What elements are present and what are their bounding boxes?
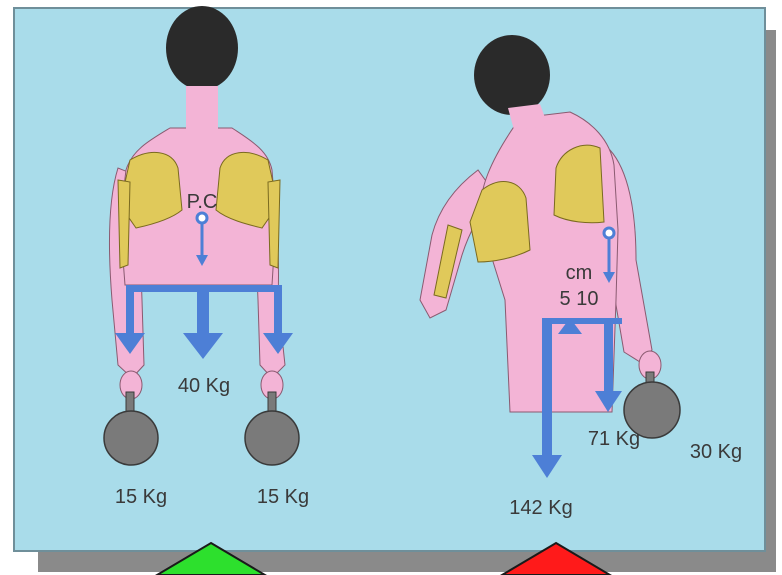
left-figure-right-weight-label: 15 Kg: [257, 486, 309, 508]
left-figure-center-label: P.C: [187, 191, 218, 213]
left-figure-left-weight-label: 15 Kg: [115, 486, 167, 508]
right-figure-head: [474, 35, 550, 115]
left-figure-left-arm-muscle: [118, 180, 130, 268]
left-figure-left-weight: [104, 411, 158, 465]
left-figure-right-arrow-shaft: [274, 285, 282, 335]
left-figure-center-arrow-shaft: [197, 285, 209, 335]
right-figure-right-shoulder-muscle: [554, 145, 604, 223]
right-figure-center-marker: [604, 228, 614, 238]
right-figure-lever-label: 5 10: [560, 288, 599, 310]
left-figure-right-arm-muscle: [268, 180, 280, 268]
left-figure-body-load-label: 40 Kg: [178, 375, 230, 397]
right-figure-unit-label: cm: [566, 262, 593, 284]
left-figure-left-arrow-shaft: [126, 285, 134, 335]
right-figure-side-arrow-shaft: [604, 318, 613, 393]
left-figure-head: [166, 6, 238, 90]
left-figure-center-marker: [197, 213, 207, 223]
right-figure-spine-arrow-shaft: [542, 318, 552, 458]
right-figure-hand-weight-label: 30 Kg: [690, 441, 742, 463]
left-figure-neck: [186, 86, 218, 130]
right-figure-spine-load-label: 142 Kg: [509, 497, 572, 519]
left-figure-right-weight: [245, 411, 299, 465]
right-figure-body-load-label: 71 Kg: [588, 428, 640, 450]
